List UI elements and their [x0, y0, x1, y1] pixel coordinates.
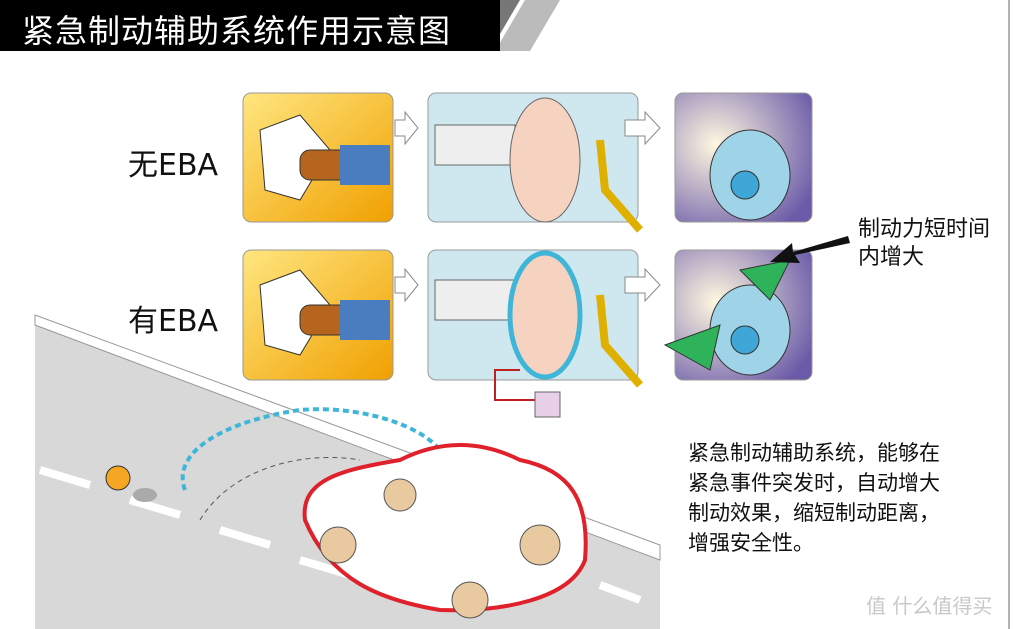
master-cylinder	[434, 124, 516, 166]
pedal-lever	[596, 139, 644, 233]
ball	[105, 465, 131, 491]
leg	[340, 300, 390, 340]
eba-control-unit	[534, 391, 561, 418]
page-title: 紧急制动辅助系统作用示意图	[22, 12, 452, 50]
car-wheel	[519, 524, 561, 566]
title-stripe	[495, 0, 560, 51]
car-wheel	[383, 478, 417, 512]
car-wheel	[451, 581, 489, 619]
brake-pad-arrow	[738, 259, 791, 301]
description-text: 紧急制动辅助系统，能够在紧急事件突发时，自动增大制动效果，缩短制动距离，增强安全…	[688, 441, 940, 555]
brake-pad-arrow	[663, 324, 721, 371]
brake-booster	[509, 97, 581, 223]
callout-arrow	[770, 236, 850, 263]
eba-wire	[494, 369, 540, 401]
title-bar	[0, 0, 500, 51]
ball-shadow	[133, 488, 157, 502]
car-wheel	[319, 526, 357, 564]
row-label-eba: 有EBA	[128, 304, 219, 339]
row-label-no-eba: 无EBA	[128, 148, 219, 183]
trajectory-line	[180, 407, 442, 491]
leg	[340, 145, 390, 185]
disc-hub	[730, 170, 760, 200]
ghost-car	[199, 457, 361, 521]
master-cylinder	[434, 279, 516, 321]
car-outline	[302, 443, 588, 613]
watermark: 值 什么值得买	[866, 594, 993, 618]
callout-text: 制动力短时间内增大	[858, 217, 991, 270]
brake-booster	[507, 250, 583, 380]
pedal-lever	[596, 294, 644, 388]
flow-arrows	[394, 110, 661, 303]
disc-hub	[730, 325, 760, 355]
